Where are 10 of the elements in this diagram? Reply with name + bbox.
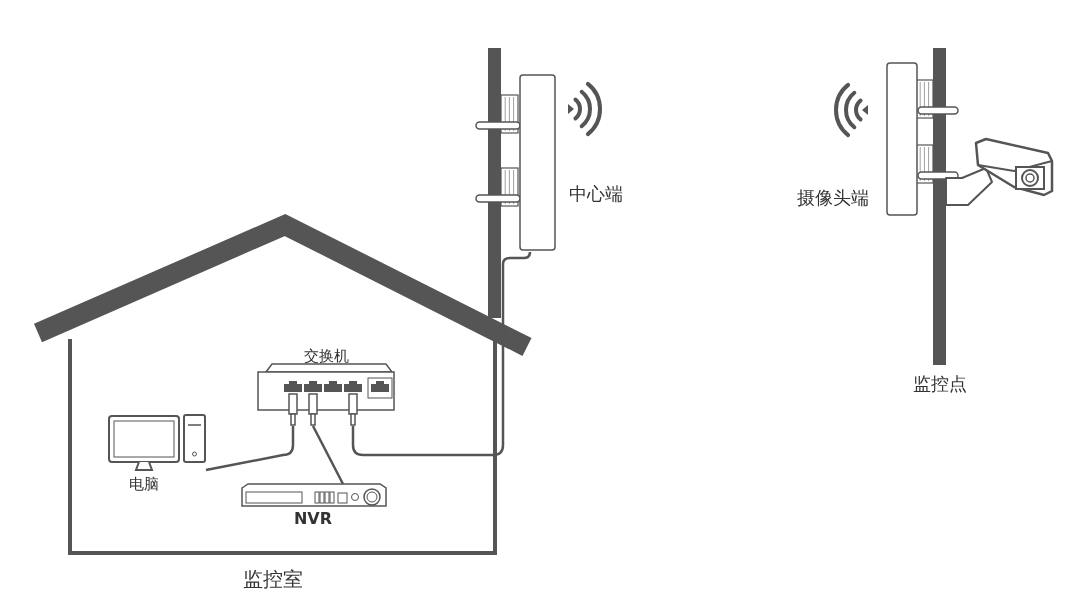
- device-label: 摄像头端: [796, 188, 870, 208]
- device-label: 电脑: [128, 476, 160, 493]
- cable: [351, 250, 532, 457]
- device-label: 交换机: [302, 348, 350, 365]
- device-label: NVR: [292, 510, 334, 528]
- device-label: 中心端: [568, 184, 624, 204]
- cable: [205, 426, 295, 472]
- site-label: 监控点: [912, 374, 968, 394]
- room-label: 监控室: [242, 568, 304, 590]
- cable: [311, 425, 345, 485]
